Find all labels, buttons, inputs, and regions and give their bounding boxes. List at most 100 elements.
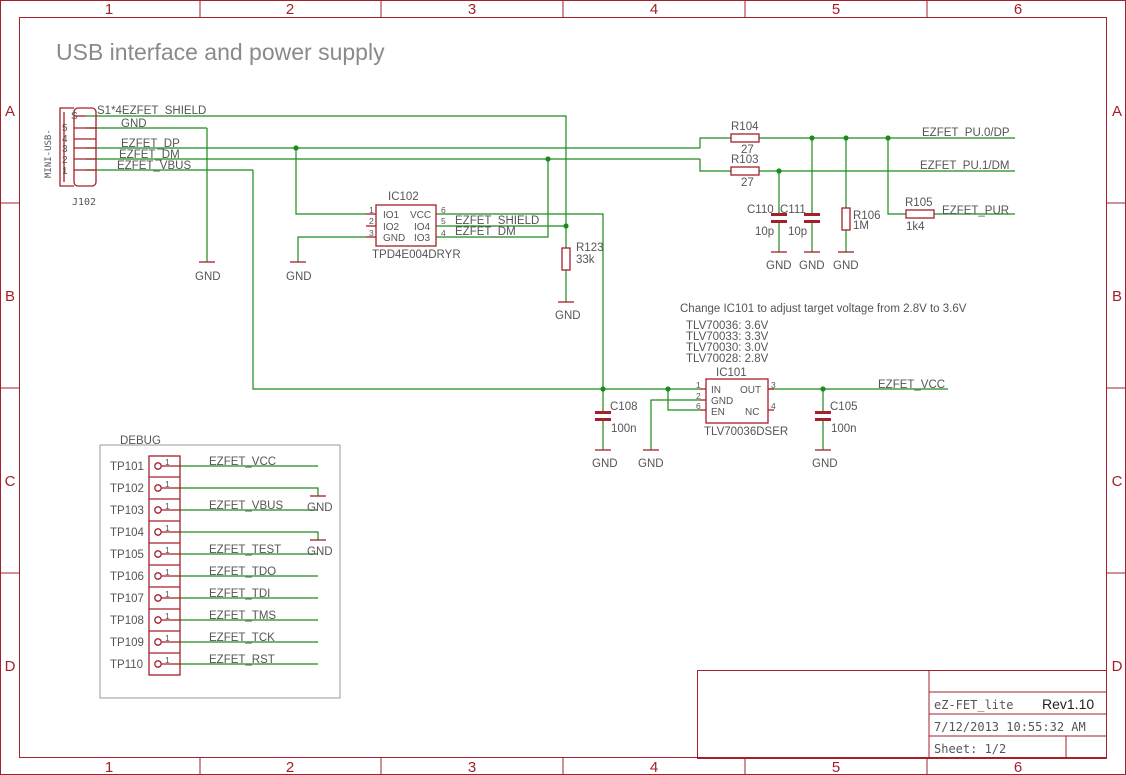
j102-pin-label: 4 xyxy=(62,134,68,145)
capacitor-c110: C110 10p xyxy=(747,204,787,238)
testpoint-ref: TP108 xyxy=(110,615,144,627)
junction-dot xyxy=(545,156,551,162)
ic101-pin-name: EN xyxy=(711,407,725,418)
testpoint-pin: 1 xyxy=(165,479,170,489)
j102-ref: J102 xyxy=(72,197,96,208)
c111-ref: C111 xyxy=(780,204,806,216)
junction-dot xyxy=(776,168,782,174)
junction-dot xyxy=(665,386,671,392)
r106-ref: R106 xyxy=(853,210,881,222)
testpoint-row: TP103 1 EZFET_VBUS xyxy=(110,498,283,517)
usb-connector-j102: S 5 4 3 2 1 MINI-USB- J102 S1*4EZFET_SHI… xyxy=(44,105,206,208)
junction-dot xyxy=(809,135,815,141)
j102-pin-label: S xyxy=(71,111,78,122)
ic102-pin-number: 3 xyxy=(369,228,374,238)
capacitor-c105: C105 100n xyxy=(815,401,858,435)
net-label-shield: S1*4EZFET_SHIELD xyxy=(97,105,206,117)
gnd-symbol: GND xyxy=(286,261,312,283)
ic101-ldo-regulator: IC101 TLV70036DSER IN GND EN OUT NC 1 2 … xyxy=(696,367,788,438)
junction-dot xyxy=(820,386,826,392)
svg-text:GND: GND xyxy=(638,458,664,470)
col-label-bottom: 2 xyxy=(286,759,294,775)
c110-value: 10p xyxy=(755,226,774,238)
testpoint-row: TP104 1 xyxy=(110,520,180,539)
ic102-pin-name: IO2 xyxy=(383,222,400,233)
ic102-value: TPD4E004DRYR xyxy=(372,249,461,261)
testpoint-ref: TP104 xyxy=(110,527,144,539)
ic101-ref: IC101 xyxy=(716,367,747,379)
svg-text:GND: GND xyxy=(307,502,333,514)
net-label-ezfet-dm: EZFET_DM xyxy=(455,226,516,238)
r123-value: 33k xyxy=(576,254,595,266)
variant-line: TLV70030: 3.0V xyxy=(686,342,769,354)
c110-ref: C110 xyxy=(747,204,774,216)
r106-value: 1M xyxy=(853,220,869,232)
testpoint-net: EZFET_TCK xyxy=(209,632,275,644)
junction-dot xyxy=(293,145,299,151)
col-label-bottom: 6 xyxy=(1014,759,1022,775)
testpoint-net: EZFET_VBUS xyxy=(209,500,283,512)
r103-ref: R103 xyxy=(731,154,759,166)
ic101-pin-name: GND xyxy=(711,396,733,407)
svg-text:GND: GND xyxy=(766,260,792,272)
gnd-symbol: GND xyxy=(307,539,333,558)
row-label-right: C xyxy=(1112,473,1123,490)
testpoint-pin: 1 xyxy=(165,501,170,511)
sheet-number: Sheet: 1/2 xyxy=(934,742,1006,756)
r104-value: 27 xyxy=(741,144,754,156)
wires xyxy=(86,115,1015,665)
ic102-pin-number: 5 xyxy=(441,216,446,226)
testpoint-ref: TP110 xyxy=(110,659,143,671)
resistor-r104: R104 27 xyxy=(730,121,760,156)
testpoint-net: EZFET_TMS xyxy=(209,610,276,622)
net-label-pur: EZFET_PUR xyxy=(942,205,1009,217)
testpoint-ref: TP109 xyxy=(110,637,144,649)
j102-pin-label: 1 xyxy=(62,166,68,177)
testpoint-ref: TP106 xyxy=(110,571,144,583)
capacitor-c108: C108 100n xyxy=(595,401,638,435)
ic102-pin-name: IO3 xyxy=(414,233,431,244)
net-label-gnd: GND xyxy=(121,118,147,130)
voltage-note: Change IC101 to adjust target voltage fr… xyxy=(680,303,967,315)
resistor-r105: R105 1k4 xyxy=(905,197,935,233)
junction-dot xyxy=(885,135,891,141)
testpoint-net: EZFET_VCC xyxy=(209,456,276,468)
row-label-right: D xyxy=(1112,658,1123,675)
gnd-symbol: GND xyxy=(307,495,333,514)
c108-value: 100n xyxy=(611,423,637,435)
resistor-r106: R106 1M xyxy=(841,207,881,232)
testpoint-pin: 1 xyxy=(165,523,170,533)
svg-text:GND: GND xyxy=(833,260,859,272)
ic102-pin-number: 4 xyxy=(441,228,446,238)
r104-ref: R104 xyxy=(731,121,759,133)
variant-line: TLV70033: 3.3V xyxy=(686,331,769,343)
row-label-left: A xyxy=(5,103,15,120)
testpoint-pin: 1 xyxy=(165,567,170,577)
col-label-bottom: 5 xyxy=(832,759,840,775)
revision: Rev1.10 xyxy=(1042,696,1094,712)
ground-symbols: GND GND GND GND GND GND GND GND GND GND … xyxy=(195,251,859,558)
ic101-pin-number: 2 xyxy=(696,391,701,401)
ic102-pin-name: IO1 xyxy=(383,210,400,221)
testpoint-ref: TP103 xyxy=(110,505,144,517)
testpoint-ref: TP107 xyxy=(110,593,144,605)
testpoint-pin: 1 xyxy=(165,589,170,599)
col-label-top: 6 xyxy=(1014,1,1022,18)
testpoint-net: EZFET_TDI xyxy=(209,588,270,600)
col-label-top: 1 xyxy=(105,1,113,18)
col-label-bottom: 1 xyxy=(105,759,113,775)
svg-text:GND: GND xyxy=(592,458,618,470)
project-name: eZ-FET_lite xyxy=(934,698,1013,712)
gnd-symbol: GND xyxy=(799,251,825,272)
capacitor-c111: C111 10p xyxy=(780,204,820,238)
ic102-pin-name: GND xyxy=(383,233,405,244)
junction-dot xyxy=(843,135,849,141)
row-label-right: A xyxy=(1112,103,1122,120)
col-label-top: 4 xyxy=(650,1,658,18)
